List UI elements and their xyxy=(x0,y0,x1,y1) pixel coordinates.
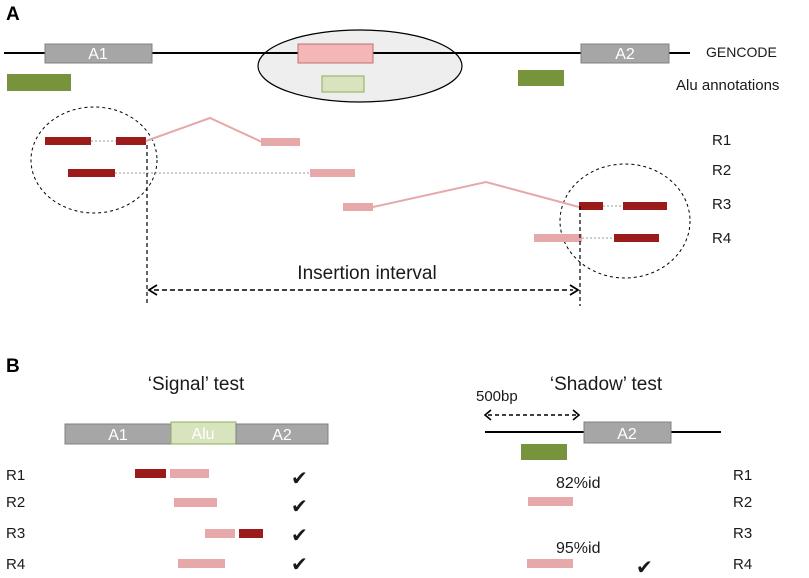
signal-check-r2-icon: ✔ xyxy=(291,496,308,518)
read-label-r1: R1 xyxy=(712,132,731,149)
alu-annotations-label: Alu annotations xyxy=(676,77,779,94)
shadow-distance-arrow-right-head xyxy=(572,409,581,421)
alu-annotation-left xyxy=(7,74,71,91)
signal-test-title: ‘Signal’ test xyxy=(148,374,245,395)
read-label-r3: R3 xyxy=(712,196,731,213)
shadow-read-label-r2: R2 xyxy=(733,494,752,511)
left-cluster-circle xyxy=(30,106,158,214)
exon-a1-label: A1 xyxy=(88,46,108,63)
alu-annotation-novel xyxy=(321,75,365,93)
read-r1-panel-a xyxy=(45,116,300,146)
signal-check-r4-icon: ✔ xyxy=(291,554,308,576)
shadow-read-label-r3: R3 xyxy=(733,525,752,542)
exon-a1-box xyxy=(44,43,153,64)
shadow-distance-arrow-left-head xyxy=(483,409,492,421)
read-label-r4: R4 xyxy=(712,230,731,247)
read-r3-panel-a xyxy=(343,180,667,211)
signal-alu-label: Alu xyxy=(191,426,214,443)
gencode-label: GENCODE xyxy=(706,44,777,60)
shadow-alu-annotation xyxy=(521,444,567,460)
signal-read-label-r3: R3 xyxy=(6,525,25,542)
read-r2-panel-a xyxy=(68,169,355,177)
panel-b-label: B xyxy=(6,356,20,377)
signal-a1-label: A1 xyxy=(108,427,128,444)
signal-read-r1 xyxy=(135,469,209,478)
shadow-distance-label: 500bp xyxy=(476,388,518,405)
signal-check-r1-icon: ✔ xyxy=(291,468,308,490)
insertion-interval-label: Insertion interval xyxy=(297,263,436,284)
interval-arrow-left-head xyxy=(147,284,158,296)
panel-a-label: A xyxy=(6,4,20,25)
shadow-identity-82: 82%id xyxy=(556,475,600,492)
shadow-a2-label: A2 xyxy=(617,426,637,443)
shadow-read-r2 xyxy=(528,497,573,506)
signal-read-r3 xyxy=(205,529,263,538)
signal-read-label-r1: R1 xyxy=(6,467,25,484)
signal-read-r4 xyxy=(178,559,225,568)
right-cluster-circle xyxy=(559,163,691,279)
read-label-r2: R2 xyxy=(712,162,731,179)
exon-a2-box xyxy=(580,43,670,64)
signal-read-label-r4: R4 xyxy=(6,556,25,573)
read-r4-panel-a xyxy=(534,234,659,242)
shadow-a2-box xyxy=(583,421,672,444)
exon-a2-label: A2 xyxy=(615,46,635,63)
signal-check-r3-icon: ✔ xyxy=(291,525,308,547)
signal-read-label-r2: R2 xyxy=(6,494,25,511)
shadow-check-r4-icon: ✔ xyxy=(636,557,653,578)
signal-a2-box xyxy=(235,423,329,445)
interval-arrow-right-head xyxy=(569,284,580,296)
shadow-read-r4 xyxy=(527,559,573,568)
shadow-test-title: ‘Shadow’ test xyxy=(550,374,663,395)
shadow-identity-95: 95%id xyxy=(556,540,600,557)
novel-exon-box xyxy=(297,43,374,64)
alu-annotation-right xyxy=(518,70,564,86)
signal-a2-label: A2 xyxy=(272,427,292,444)
shadow-read-label-r4: R4 xyxy=(733,556,752,573)
shadow-read-label-r1: R1 xyxy=(733,467,752,484)
signal-read-r2 xyxy=(174,498,217,507)
